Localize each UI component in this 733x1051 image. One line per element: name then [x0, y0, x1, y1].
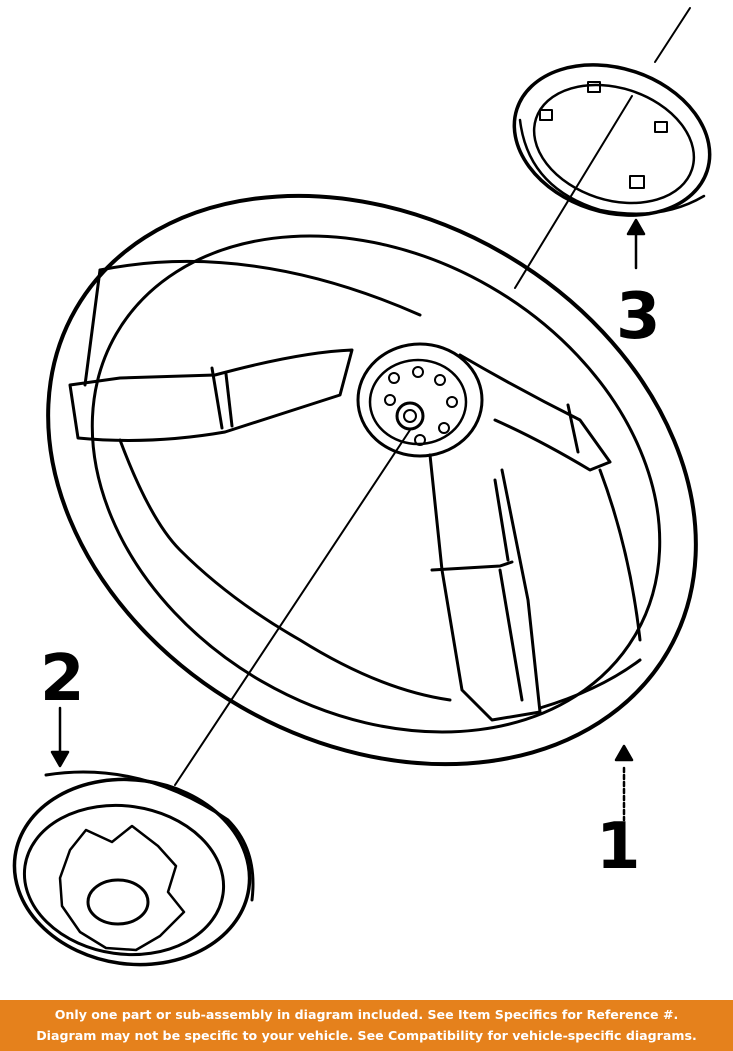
leader-lines: [174, 95, 633, 786]
steering-wheel-rim: [46, 193, 698, 767]
steering-wheel-hub: [356, 342, 484, 458]
horn-pad-cover: [12, 770, 255, 967]
callout-number-3: 3: [616, 280, 661, 354]
disclaimer-banner: Only one part or sub-assembly in diagram…: [0, 1000, 733, 1051]
callout-number-1: 1: [596, 810, 641, 884]
steering-wheel-spokes: [68, 259, 642, 722]
disclaimer-line-2: Diagram may not be specific to your vehi…: [36, 1028, 697, 1043]
horn-trim-ring: [512, 7, 712, 217]
steering-wheel-parts-diagram: 1 2 3: [12, 7, 712, 967]
callout-arrows: [50, 218, 646, 822]
callout-number-2: 2: [40, 642, 85, 716]
disclaimer-line-1: Only one part or sub-assembly in diagram…: [54, 1007, 679, 1022]
